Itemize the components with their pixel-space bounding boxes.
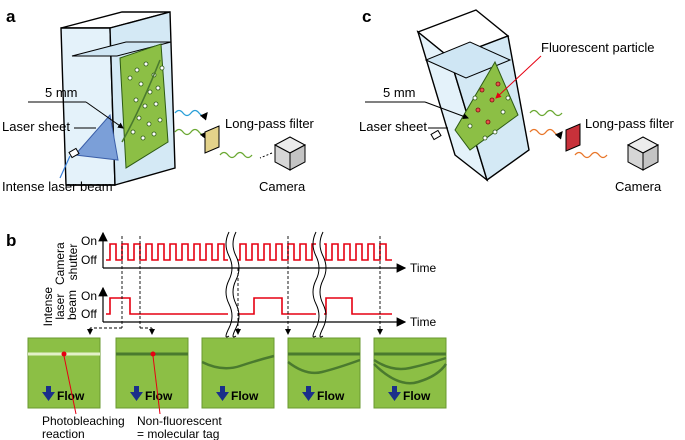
frame-arrows — [87, 328, 383, 335]
frame-4: Flow — [287, 337, 361, 409]
beam-label-a: Intense laser beam — [2, 179, 113, 194]
long-pass-filter-a — [204, 125, 220, 154]
flow-arrow-icon — [216, 386, 229, 401]
panel-letter-a: a — [6, 7, 16, 26]
panel-letter-b: b — [6, 231, 16, 250]
camera-icon-c — [626, 136, 660, 171]
scale-label-c: 5 mm — [383, 85, 416, 100]
shutter-signal — [106, 243, 392, 261]
frame-3: Flow — [201, 337, 275, 409]
frame-2: Flow — [115, 337, 189, 409]
panel-b: b Camera shutter Intense laser beam On O… — [6, 231, 448, 440]
long-pass-filter-c — [565, 123, 581, 152]
flow-label-5: Flow — [403, 389, 431, 403]
beam-signal — [106, 297, 392, 315]
camera-label-c: Camera — [615, 179, 662, 194]
tag-annotation: Non-fluorescent = molecular tag — [137, 414, 225, 440]
tracer-particles-a — [127, 61, 165, 141]
tag-line-a — [121, 59, 161, 143]
camera-icon-a — [273, 136, 307, 171]
shutter-on-label: On — [81, 234, 97, 248]
tank-c — [416, 9, 530, 182]
flow-arrow-icon — [130, 386, 143, 401]
frame-guides — [90, 236, 381, 329]
laser-source-a — [59, 147, 80, 179]
flow-arrow-icon — [302, 386, 315, 401]
laser-sheet-label-a: Laser sheet — [2, 119, 70, 134]
emission-waves-a — [174, 109, 253, 159]
panel-letter-c: c — [362, 7, 371, 26]
emission-waves-c — [529, 109, 608, 159]
time-label-shutter: Time — [410, 261, 437, 275]
tag-leader — [152, 355, 161, 415]
time-label-beam: Time — [410, 315, 437, 329]
panel-c: c Fluorescent particle 5 mm Laser she — [359, 7, 675, 194]
flow-label-4: Flow — [317, 389, 345, 403]
filter-label-c: Long-pass filter — [585, 116, 675, 131]
beam-axis-label: Intense laser beam — [41, 284, 79, 327]
frame-5: Flow — [373, 337, 448, 409]
laser-source-c — [430, 129, 442, 141]
laser-sheet-label-c: Laser sheet — [359, 119, 427, 134]
photobleach-dot — [61, 351, 67, 357]
photobleach-leader — [63, 355, 77, 415]
shutter-axis-label: Camera shutter — [53, 239, 80, 285]
blue-laser-sheet-a — [73, 113, 119, 161]
filter-label-a: Long-pass filter — [225, 116, 315, 131]
camera-label-a: Camera — [259, 179, 306, 194]
flow-label-2: Flow — [145, 389, 173, 403]
flow-arrow-icon — [42, 386, 55, 401]
flow-label-1: Flow — [57, 389, 85, 403]
panel-a: a 5 mm — [2, 7, 315, 194]
tag-dot — [150, 351, 156, 357]
photobleach-annotation: Photobleaching reaction — [42, 414, 128, 440]
flow-arrow-icon — [388, 386, 401, 401]
particle-label-c: Fluorescent particle — [541, 40, 654, 55]
fluorescent-particles-c — [467, 81, 511, 141]
beam-on-label: On — [81, 289, 97, 303]
frame-1: Flow — [27, 337, 101, 409]
beam-off-label: Off — [81, 307, 97, 321]
scale-label-a: 5 mm — [45, 85, 78, 100]
shutter-off-label: Off — [81, 253, 97, 267]
flow-label-3: Flow — [231, 389, 259, 403]
